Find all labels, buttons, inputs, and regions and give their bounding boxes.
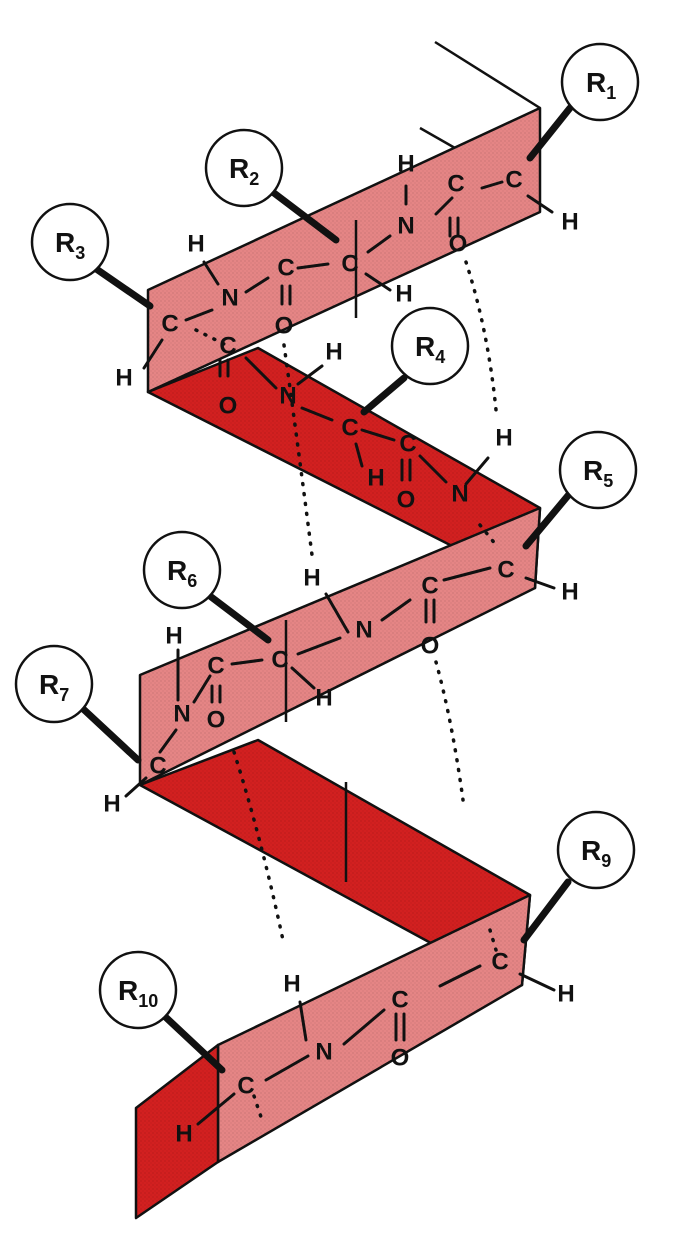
side-chain-r4: R4 xyxy=(390,306,470,386)
atom-h: H xyxy=(561,209,578,236)
atom-c: C xyxy=(237,1073,254,1100)
atom-c: C xyxy=(219,333,236,360)
atom-o: O xyxy=(449,231,468,258)
ribbon-back-strip-2 xyxy=(138,738,532,987)
ribbon-end-strip xyxy=(134,1043,220,1220)
side-chain-sticks xyxy=(76,104,580,1074)
atom-c: C xyxy=(271,647,288,674)
side-chain-r9: R9 xyxy=(556,810,636,890)
atom-h: H xyxy=(165,623,182,650)
atom-c: C xyxy=(399,431,416,458)
atom-c: C xyxy=(341,251,358,278)
atom-h: H xyxy=(315,685,332,712)
atom-h: H xyxy=(557,981,574,1008)
atom-o: O xyxy=(219,393,238,420)
svg-text:R10: R10 xyxy=(118,975,158,1011)
ribbon-front-strip-3 xyxy=(216,893,532,1164)
atom-c: C xyxy=(161,311,178,338)
atom-c: C xyxy=(491,949,508,976)
svg-text:R2: R2 xyxy=(229,153,259,189)
side-chain-r6: R6 xyxy=(142,530,222,610)
atom-c: C xyxy=(391,987,408,1014)
atom-h: H xyxy=(325,339,342,366)
atom-h: H xyxy=(187,231,204,258)
atom-o: O xyxy=(207,707,226,734)
atom-h: H xyxy=(395,281,412,308)
side-chain-r10: R10 xyxy=(98,950,178,1030)
atom-n: N xyxy=(315,1039,332,1066)
atom-h: H xyxy=(561,579,578,606)
atom-c: C xyxy=(341,415,358,442)
atom-h: H xyxy=(495,425,512,452)
atom-n: N xyxy=(451,481,468,508)
atom-h: H xyxy=(103,791,120,818)
atom-c: C xyxy=(505,167,522,194)
atom-o: O xyxy=(397,487,416,514)
atom-c: C xyxy=(497,557,514,584)
atom-n: N xyxy=(221,285,238,312)
helix-ribbon xyxy=(134,106,542,1220)
atom-h: H xyxy=(367,465,384,492)
atom-n: N xyxy=(355,617,372,644)
ribbon-front-strip-2 xyxy=(138,506,542,787)
atom-c: C xyxy=(207,653,224,680)
atom-h: H xyxy=(175,1121,192,1148)
backbone-bonds xyxy=(124,180,556,1126)
atom-c: C xyxy=(447,171,464,198)
atom-n: N xyxy=(279,383,296,410)
atom-h: H xyxy=(283,971,300,998)
side-chain-r3: R3 xyxy=(30,202,110,282)
atom-h: H xyxy=(115,365,132,392)
side-chain-r5: R5 xyxy=(558,430,638,510)
atom-o: O xyxy=(391,1045,410,1072)
atom-c: C xyxy=(149,753,166,780)
ribbon-front-strip-1 xyxy=(146,106,542,394)
svg-text:R9: R9 xyxy=(581,835,611,871)
atom-h: H xyxy=(397,151,414,178)
side-chain-r2: R2 xyxy=(204,128,284,208)
atom-c: C xyxy=(421,573,438,600)
atom-o: O xyxy=(421,633,440,660)
side-chain-r7: R7 xyxy=(14,644,94,724)
atom-n: N xyxy=(173,701,190,728)
atom-n: N xyxy=(397,213,414,240)
atom-h: H xyxy=(303,565,320,592)
atom-c: C xyxy=(277,255,294,282)
svg-text:R4: R4 xyxy=(415,331,445,367)
svg-text:R7: R7 xyxy=(39,669,69,705)
side-chain-r1: R1 xyxy=(560,42,640,122)
backbone-atoms: C H C O H N C H C O H N C H C O H N C H … xyxy=(103,151,578,1148)
hydrogen-bonds xyxy=(194,260,498,952)
atom-o: O xyxy=(275,313,294,340)
svg-text:R3: R3 xyxy=(55,227,85,263)
svg-text:R5: R5 xyxy=(583,455,613,491)
svg-text:R1: R1 xyxy=(586,67,616,103)
svg-text:R6: R6 xyxy=(167,555,197,591)
side-chain-labels: R1 R2 R3 R4 R5 R6 R7 R9 xyxy=(14,42,640,1030)
